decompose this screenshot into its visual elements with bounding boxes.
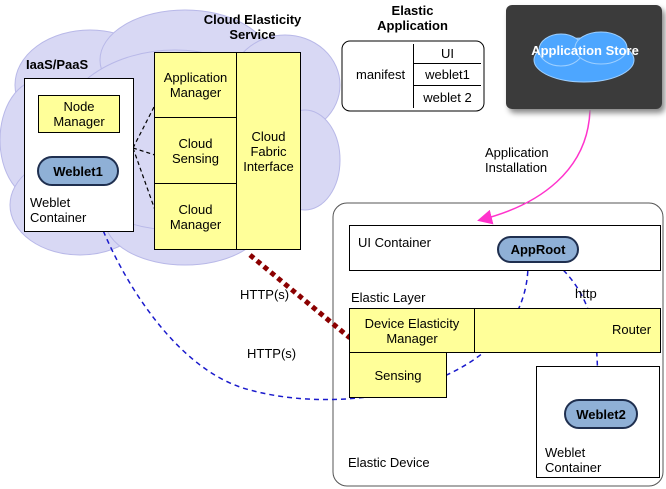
device-elasticity-manager-box: Device Elasticity Manager xyxy=(349,308,475,353)
application-store-cloud-icon xyxy=(533,31,635,83)
http-s-upper-label: HTTP(s) xyxy=(240,287,290,302)
elastic-device-title: Elastic Device xyxy=(348,455,430,470)
weblet1-node: Weblet1 xyxy=(37,156,119,186)
elastic-layer-label: Elastic Layer xyxy=(351,290,426,305)
manifest-item-weblet1: weblet1 xyxy=(414,64,481,86)
elastic-app-title: Elastic Application xyxy=(377,3,448,33)
weblet-container-label: Weblet Container xyxy=(30,195,87,225)
sensing-box: Sensing xyxy=(349,352,447,398)
application-manager-box: Application Manager xyxy=(154,52,237,118)
router-box xyxy=(474,308,661,353)
weblet2-node: Weblet2 xyxy=(564,399,638,429)
weblet-container-device-label: Weblet Container xyxy=(545,445,602,475)
service-title: Cloud Elasticity Service xyxy=(203,12,302,42)
node-manager-box: Node Manager xyxy=(38,95,120,133)
iaas-label: IaaS/PaaS xyxy=(26,57,89,72)
http-s-lower-label: HTTP(s) xyxy=(247,346,297,361)
manifest-label: manifest xyxy=(356,67,406,82)
manifest-list xyxy=(413,44,481,108)
http-label: http xyxy=(575,286,597,301)
application-store-label: Application Store xyxy=(531,43,639,58)
cloud-fabric-interface-box: Cloud Fabric Interface xyxy=(236,52,301,250)
http-s-link xyxy=(248,253,352,340)
cloud-sensing-box: Cloud Sensing xyxy=(154,117,237,184)
ui-container-label: UI Container xyxy=(358,235,431,250)
router-label: Router xyxy=(612,322,652,337)
manifest-item-ui: UI xyxy=(414,44,481,64)
install-arrow xyxy=(477,109,591,225)
install-label: Application Installation xyxy=(485,145,549,175)
cloud-manager-box: Cloud Manager xyxy=(154,183,237,250)
manifest-item-weblet2: weblet 2 xyxy=(423,89,472,105)
approot-node: AppRoot xyxy=(497,236,579,263)
